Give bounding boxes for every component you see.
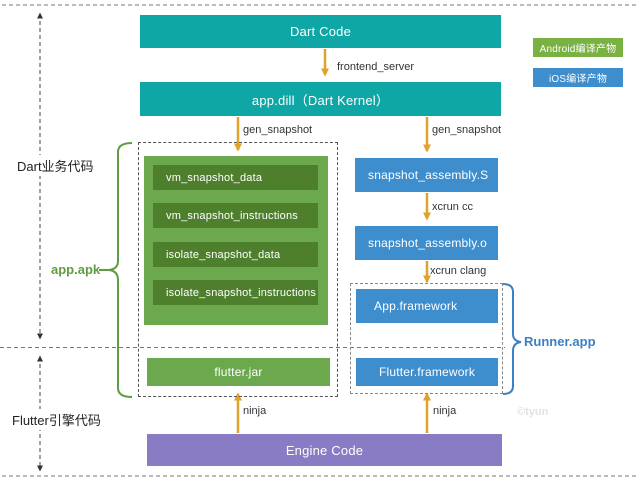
node-app-dill: app.dill（Dart Kernel） <box>140 82 501 116</box>
apk-dashed-group <box>138 142 338 397</box>
edge-label-ninja-android: ninja <box>243 405 267 417</box>
node-flutter-jar-label: flutter.jar <box>214 365 263 379</box>
node-app-framework-label: App.framework <box>374 299 458 313</box>
node-vm-snapshot-data-label: vm_snapshot_data <box>166 171 263 184</box>
section-label-dart-business: Dart业务代码 <box>14 155 97 176</box>
node-snapshot-assembly-s-label: snapshot_assembly.S <box>368 168 489 182</box>
node-snapshot-assembly-s: snapshot_assembly.S <box>355 158 498 192</box>
node-vm-snapshot-data: vm_snapshot_data <box>153 165 318 190</box>
edge-label-xcrun-clang: xcrun clang <box>430 265 487 277</box>
node-isolate-snapshot-data: isolate_snapshot_data <box>153 242 318 267</box>
node-flutter-framework: Flutter.framework <box>356 358 498 386</box>
runner-brace <box>502 283 522 395</box>
legend-ios-label: iOS编译产物 <box>548 74 608 85</box>
legend-android-artifacts: Android编译产物 <box>533 38 623 57</box>
group-label-runner-app: Runner.app <box>524 334 596 349</box>
apk-brace <box>108 142 133 398</box>
node-dart-code-label: Dart Code <box>289 24 352 39</box>
node-vm-snapshot-instructions: vm_snapshot_instructions <box>153 203 318 228</box>
node-engine-code: Engine Code <box>147 434 502 466</box>
node-flutter-jar: flutter.jar <box>147 358 330 386</box>
node-snapshot-assembly-o-label: snapshot_assembly.o <box>368 236 487 250</box>
node-engine-code-label: Engine Code <box>285 442 364 458</box>
runner-dashed-group <box>350 283 503 394</box>
node-isolate-snapshot-data-label: isolate_snapshot_data <box>166 248 281 261</box>
node-app-framework: App.framework <box>356 289 498 323</box>
node-dart-code: Dart Code <box>140 15 501 48</box>
node-flutter-framework-label: Flutter.framework <box>378 365 476 379</box>
section-label-flutter-engine: Flutter引擎代码 <box>9 409 104 430</box>
node-isolate-snapshot-instructions-label: isolate_snapshot_instructions <box>166 286 317 299</box>
legend-ios-artifacts: iOS编译产物 <box>533 68 623 87</box>
node-vm-snapshot-instructions-label: vm_snapshot_instructions <box>166 209 298 222</box>
edge-label-xcrun-cc: xcrun cc <box>432 201 473 213</box>
node-app-dill-label: app.dill（Dart Kernel） <box>251 92 390 108</box>
edge-label-ninja-ios: ninja <box>433 405 457 417</box>
legend-android-label: Android编译产物 <box>539 44 617 55</box>
node-isolate-snapshot-instructions: isolate_snapshot_instructions <box>153 280 318 305</box>
edge-label-gen-snapshot-android: gen_snapshot <box>243 124 313 136</box>
edge-label-gen-snapshot-ios: gen_snapshot <box>432 124 502 136</box>
edge-label-frontend-server: frontend_server <box>337 61 415 73</box>
watermark: ©tyun <box>517 406 549 418</box>
group-label-app-apk: app.apk <box>51 262 101 277</box>
node-snapshot-assembly-o: snapshot_assembly.o <box>355 226 498 260</box>
